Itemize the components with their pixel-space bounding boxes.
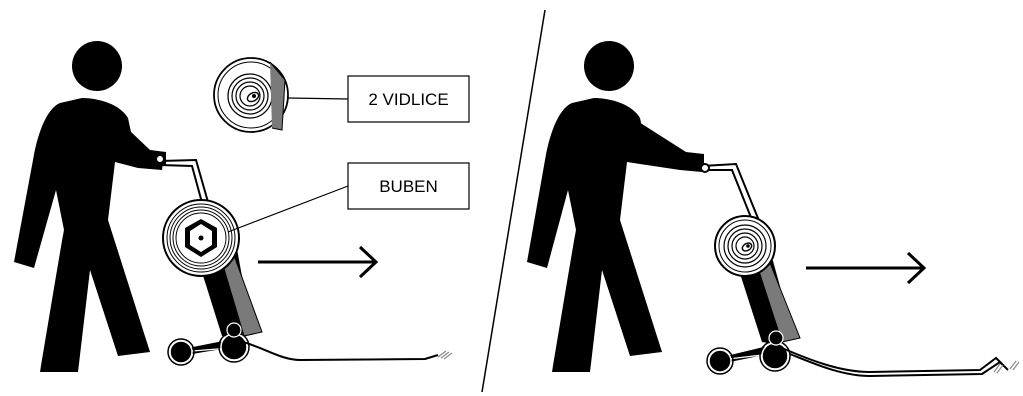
motion-arrow-icon bbox=[806, 251, 927, 285]
cable-line bbox=[235, 339, 439, 362]
person-silhouette-icon bbox=[14, 41, 166, 372]
cable-end-connector-icon bbox=[993, 360, 1020, 374]
zoom-detail-circle-icon bbox=[213, 57, 289, 133]
drum-label: BUBEN bbox=[379, 177, 438, 196]
forks-callout-leader bbox=[287, 97, 349, 100]
forks-callout: 2 VIDLICE bbox=[347, 75, 470, 123]
rear-wheel bbox=[220, 333, 248, 361]
drum-callout: BUBEN bbox=[347, 162, 470, 210]
front-wheel bbox=[169, 340, 193, 364]
cable-drum bbox=[162, 199, 240, 277]
drum-callout-leader bbox=[227, 185, 349, 233]
person-silhouette-icon bbox=[527, 41, 704, 372]
cable-line bbox=[781, 347, 1009, 378]
motion-arrow-icon bbox=[258, 245, 379, 279]
panel-divider bbox=[481, 9, 546, 393]
forks-label: 2 VIDLICE bbox=[368, 90, 448, 109]
left-panel: 2 VIDLICE BUBEN bbox=[14, 41, 470, 372]
cable-drum bbox=[714, 215, 776, 277]
rear-wheel bbox=[761, 342, 789, 370]
cable-end-connector-icon bbox=[437, 350, 453, 360]
right-panel bbox=[527, 41, 1020, 378]
front-wheel bbox=[708, 349, 732, 373]
